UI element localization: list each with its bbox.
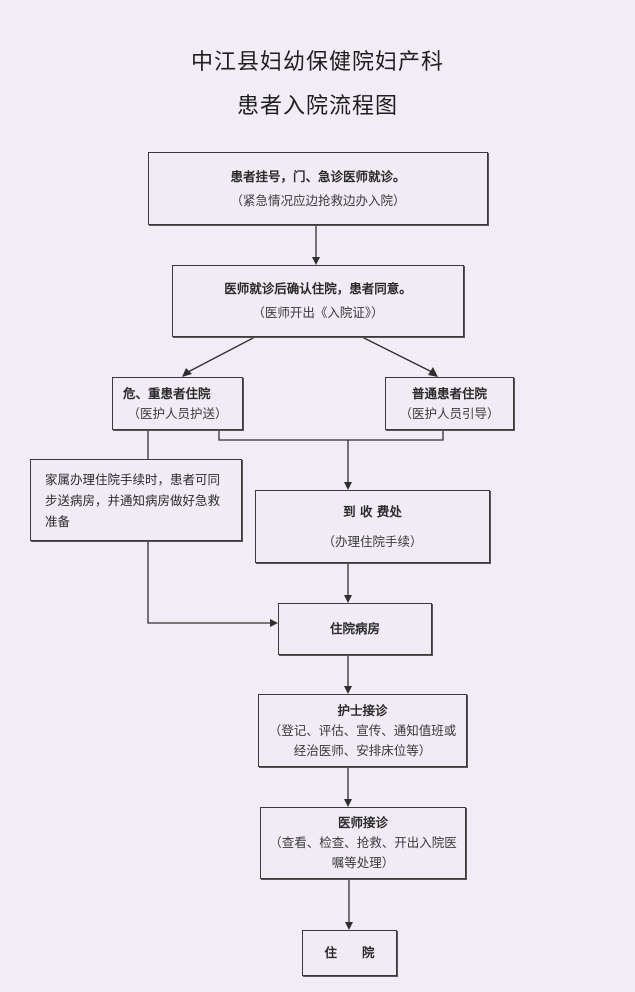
arrowhead (270, 619, 278, 627)
node-family-note-text: 家属办理住院手续时，患者可同步送病房，并通知病房做好急救准备 (45, 471, 221, 529)
node-cashier: 到 收 费处 （办理住院手续） (255, 490, 490, 563)
arrowhead (312, 257, 320, 265)
arrow-confirm-to-normal (361, 336, 433, 373)
node-normal-main: 普通患者住院 (411, 385, 487, 401)
node-normal-sub: （医护人员引导） (399, 405, 500, 421)
node-admitted: 住 院 (302, 930, 397, 976)
arrowhead (344, 595, 352, 603)
node-critical-main: 危、重患者住院 (123, 385, 211, 401)
node-normal: 普通患者住院 （医护人员引导） (385, 377, 514, 430)
title-flowchart-name: 患者入院流程图 (236, 94, 398, 119)
node-ward: 住院病房 (278, 603, 432, 655)
arrowhead (345, 922, 353, 930)
node-registration-sub: （紧急情况应边抢救边办入院） (230, 192, 406, 208)
node-critical: 危、重患者住院 （医护人员护送） (112, 377, 243, 430)
node-doctor-sub: （查看、检查、抢救、开出入院医嘱等处理） (269, 835, 457, 870)
node-doctor: 医师接诊 （查看、检查、抢救、开出入院医嘱等处理） (260, 807, 466, 879)
arrowhead (182, 368, 192, 377)
node-confirm: 医师就诊后确认住院，患者同意。 （医师开出《入院证》） (172, 265, 464, 337)
node-nurse: 护士接诊 （登记、评估、宣传、通知值班或经治医师、安排床位等） (258, 694, 467, 767)
node-critical-sub: （医护人员护送） (127, 405, 228, 421)
node-cashier-sub: （办理住院手续） (322, 533, 423, 549)
node-nurse-main: 护士接诊 (337, 702, 388, 718)
node-ward-main: 住院病房 (329, 621, 380, 636)
node-doctor-main: 医师接诊 (337, 815, 388, 830)
title-hospital-department: 中江县妇幼保健院妇产科 (190, 50, 444, 75)
node-family-note: 家属办理住院手续时，患者可同步送病房，并通知病房做好急救准备 (30, 459, 242, 541)
node-registration-main: 患者挂号，门、急诊医师就诊。 (230, 168, 406, 184)
connector-merge (218, 430, 444, 441)
arrowhead (344, 686, 352, 694)
node-admitted-main: 住 院 (324, 945, 375, 960)
node-cashier-main: 到 收 费处 (343, 503, 402, 519)
node-confirm-main: 医师就诊后确认住院，患者同意。 (224, 281, 412, 296)
arrowhead (344, 482, 352, 490)
node-registration: 患者挂号，门、急诊医师就诊。 （紧急情况应边抢救边办入院） (148, 152, 488, 225)
arrowhead (344, 799, 352, 807)
arrow-confirm-to-critical (187, 336, 256, 373)
arrowhead (428, 367, 438, 377)
node-confirm-sub: （医师开出《入院证》） (252, 305, 384, 320)
arrow-family-to-ward (147, 541, 272, 624)
node-nurse-sub: （登记、评估、宣传、通知值班或经治医师、安排床位等） (268, 722, 457, 758)
